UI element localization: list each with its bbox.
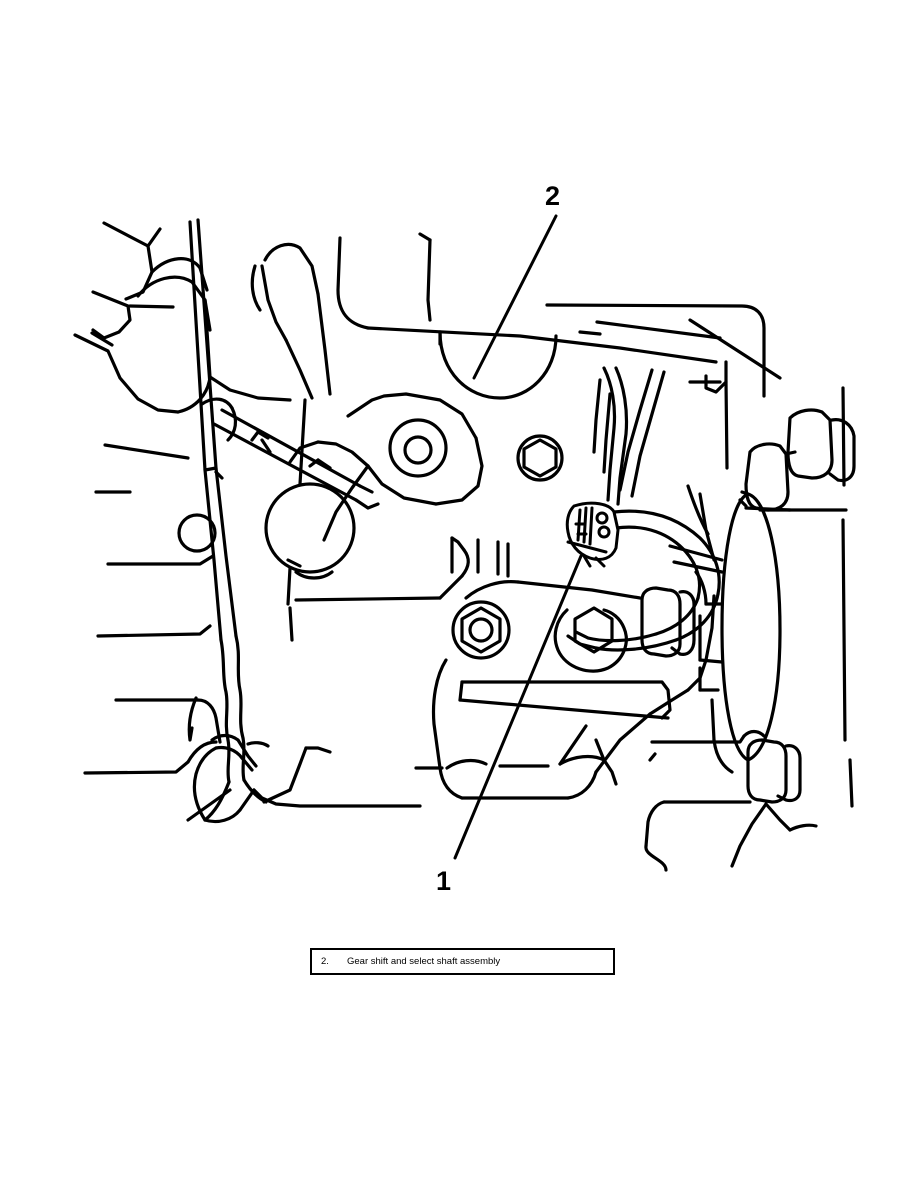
wire-harness <box>566 509 721 652</box>
hex-bolt-upper <box>516 434 564 482</box>
leader-line-2 <box>472 214 558 380</box>
round-boss <box>264 482 356 580</box>
shift-rod-detail <box>200 397 238 480</box>
caption-number: 2. <box>321 956 329 967</box>
case-right-edge-upper <box>841 386 846 487</box>
case-center-body <box>286 536 642 606</box>
case-mid-structure <box>246 558 442 808</box>
case-top-contour <box>336 232 718 364</box>
callout-label-1: 1 <box>436 866 452 896</box>
oil-pan <box>414 594 716 800</box>
rect-boss-center <box>640 586 696 658</box>
caption-box: 2. Gear shift and select shaft assembly <box>310 948 615 975</box>
left-small-boss <box>106 513 217 566</box>
diagonal-linkage-rod <box>212 408 380 510</box>
harness-upper-branch <box>592 366 666 506</box>
bell-housing-edge <box>720 490 782 762</box>
case-right-edge-lower <box>841 518 847 742</box>
case-bottom-right <box>644 729 854 872</box>
callout-label-2: 2 <box>545 181 561 211</box>
pivot-bushing <box>388 418 448 478</box>
mounting-boss-right <box>738 442 797 512</box>
left-bracket-lower <box>73 298 292 414</box>
case-upper-right-panel <box>545 303 782 470</box>
leader-line-1 <box>453 554 583 860</box>
hex-bolt-lower-right <box>553 606 628 673</box>
top-semicircular-boss <box>438 330 558 400</box>
electrical-connector <box>565 501 620 568</box>
lower-left-case <box>187 696 258 824</box>
boss-leader-line <box>298 398 307 486</box>
shift-rod-left <box>188 220 231 822</box>
upper-strut <box>250 242 332 400</box>
hex-bolt-lower-left <box>451 600 511 660</box>
shift-lever-arm <box>288 392 484 542</box>
case-left-lines <box>83 443 232 822</box>
caption-text: Gear shift and select shaft assembly <box>347 956 501 967</box>
left-bracket-upper <box>90 275 212 347</box>
